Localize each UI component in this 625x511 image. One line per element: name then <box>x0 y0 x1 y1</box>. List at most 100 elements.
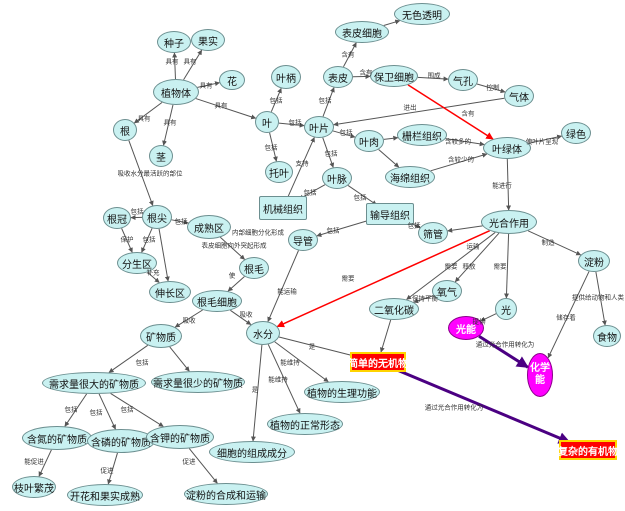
node-physiology: 植物的生理功能 <box>304 381 380 403</box>
edge-label-less: 含较少的 <box>448 155 474 164</box>
edge-root_tip-elongation <box>158 228 170 282</box>
node-petiole: 叶柄 <box>271 65 301 89</box>
edge-label-incl-petiole: 包括 <box>269 96 283 105</box>
node-complex-organic: 复杂的有机物 <box>558 440 618 460</box>
edge-gas-blade <box>333 97 505 127</box>
edge-palisade-chloroplast <box>445 138 485 147</box>
node-root: 根 <box>113 119 137 141</box>
edge-starch-food <box>595 271 607 326</box>
edge-n_mineral-leaf_growth <box>38 449 52 477</box>
edge-p_mineral-flower_fruit <box>107 452 118 485</box>
edge-label-incl-vessel: 包括 <box>326 226 340 235</box>
edge-water-normal_form <box>267 344 301 414</box>
edge-conducting-vessel <box>316 219 371 237</box>
node-starch: 淀粉 <box>578 250 610 272</box>
node-meristem: 分生区 <box>117 252 157 274</box>
edge-label-absorb: 吸收 <box>239 310 253 319</box>
edge-label-maintain: 能维持 <box>280 358 300 367</box>
edge-plant-root <box>133 101 163 124</box>
node-stoma: 气孔 <box>448 69 478 91</box>
node-n-mineral: 含氮的矿物质 <box>22 426 92 450</box>
node-colorless: 无色透明 <box>394 3 450 25</box>
node-root-tip: 根尖 <box>142 205 172 229</box>
edge-label-promote-k: 促进 <box>182 457 196 466</box>
node-food: 食物 <box>593 325 621 347</box>
edge-label-provide: 提供 <box>472 317 486 326</box>
node-mesophyll: 叶肉 <box>354 130 384 152</box>
edge-large_need-n_mineral <box>64 393 88 427</box>
edge-oxygen-co2 <box>413 295 434 304</box>
edge-vessel-water <box>267 250 299 322</box>
node-light-energy: 光能 <box>448 316 484 340</box>
edge-guard_cell-stoma <box>417 76 449 82</box>
edge-label-incl-tip: 包括 <box>142 235 156 244</box>
node-water: 水分 <box>246 321 280 345</box>
node-blade: 叶片 <box>304 116 334 138</box>
node-flower: 花 <box>219 70 245 90</box>
edge-label-makes-green: 使叶片呈现 <box>525 137 559 146</box>
node-leaf: 叶 <box>255 111 279 133</box>
edge-k_mineral-starch_synthesis <box>188 448 218 484</box>
edge-label-maintain2: 能维持 <box>268 375 288 384</box>
edge-plant-fruit <box>183 49 203 80</box>
edge-label-absorb-min: 吸收 <box>182 316 196 325</box>
node-vessel: 导管 <box>288 229 318 251</box>
edge-root_tip-maturation <box>171 219 189 225</box>
edge-label-incl-mat: 包括 <box>174 217 188 226</box>
edge-label-incl-epidermis: 包括 <box>318 96 332 105</box>
edge-label-absorb-main: 吸收水分最活跃的部位 <box>117 169 183 178</box>
edge-label-support: 支持 <box>295 159 309 168</box>
edge-label-forms: 围成 <box>427 71 441 80</box>
node-minerals: 矿物质 <box>140 324 182 348</box>
node-fruit: 果实 <box>191 29 225 51</box>
edge-label-contains-red: 含有 <box>461 109 475 118</box>
edge-chloroplast-photosynthesis <box>506 158 512 211</box>
node-starch-synthesis: 淀粉的合成和运输 <box>184 483 268 505</box>
edge-label-need3: 需要 <box>493 262 507 271</box>
edge-layer <box>38 19 607 485</box>
edge-minerals-small_need <box>169 346 190 372</box>
node-light: 光 <box>495 298 517 320</box>
edge-mechanical-blade <box>287 137 315 197</box>
node-mechanical: 机械组织 <box>259 196 307 220</box>
node-epidermis: 表皮 <box>323 66 353 88</box>
node-flower-fruit: 开花和果实成熟 <box>67 484 143 506</box>
red-arrow-guard-chloroplast <box>407 84 494 140</box>
edge-label-manufacture: 制造 <box>541 238 555 247</box>
edge-label-enter-exit: 进出 <box>403 103 417 112</box>
edge-label-incl-mesophyll: 包括 <box>339 128 353 137</box>
node-elongation: 伸长区 <box>149 281 191 303</box>
node-gas: 气体 <box>504 85 534 107</box>
purple-arrow-light-chemical <box>478 335 529 369</box>
edge-label-has-leaf: 具有 <box>214 101 228 110</box>
node-root-cap: 根冠 <box>103 207 131 229</box>
node-stipule: 托叶 <box>265 161 293 183</box>
edge-label-convert2: 通过光合作用转化为 <box>424 403 484 412</box>
edge-label-incl-k: 包括 <box>120 405 134 414</box>
edge-label-incl-p: 包括 <box>89 408 103 417</box>
edge-root_hair_cell-minerals <box>174 309 203 328</box>
edge-chloroplast-green <box>528 134 563 144</box>
edge-photosynthesis-co2 <box>406 232 496 300</box>
edge-label-provide-food: 提供给动物和人类 <box>572 293 624 302</box>
node-normal-form: 植物的正常形态 <box>267 413 343 435</box>
edge-stoma-gas <box>476 83 506 94</box>
edge-mesophyll-palisade <box>383 135 399 141</box>
edge-label-incl-mech: 包括 <box>303 188 317 197</box>
node-cell-component: 细胞的组成成分 <box>209 441 295 463</box>
edge-epidermal_cell-colorless <box>383 19 401 26</box>
edge-plant-stem <box>162 104 174 146</box>
node-sieve-tube: 筛管 <box>418 222 448 244</box>
edge-plant-flower <box>197 81 220 88</box>
node-stem: 茎 <box>149 145 173 167</box>
edge-leaf-blade <box>278 122 305 128</box>
edge-minerals-large_need <box>108 344 149 373</box>
edge-label-store: 储存着 <box>556 313 576 322</box>
edge-label-inner-form: 内部细胞分化形成 <box>232 228 284 237</box>
edge-label-promote-n: 能促进 <box>24 457 44 466</box>
edge-photosynthesis-light <box>504 233 510 299</box>
edge-co2-simple_inorganic <box>379 319 392 353</box>
edge-leaf-stipule <box>269 132 278 162</box>
node-root-hair: 根毛 <box>239 257 269 279</box>
node-leaf-growth: 枝叶繁茂 <box>12 476 56 498</box>
